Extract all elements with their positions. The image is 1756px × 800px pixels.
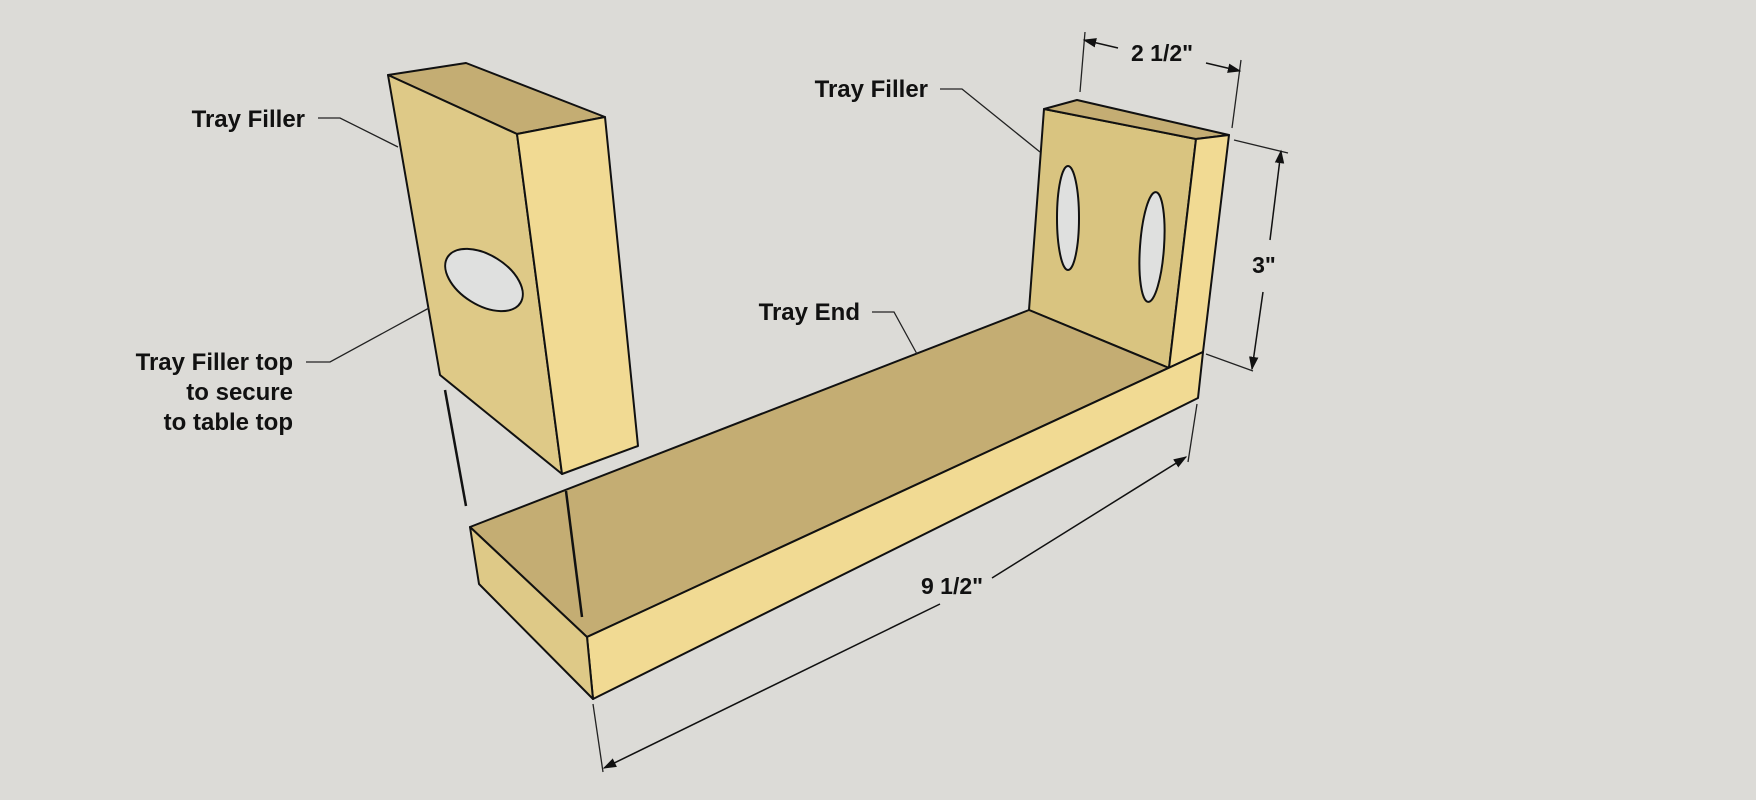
length-extension-right xyxy=(1187,403,1198,463)
label-tray-end: Tray End xyxy=(759,299,860,326)
dimension-height: 3" xyxy=(1205,139,1289,372)
tray-end-base-end-face xyxy=(469,526,594,700)
left-block-side-face xyxy=(516,116,639,475)
base-hidden-edge xyxy=(564,490,584,618)
dimension-width: 2 1/2" xyxy=(1079,31,1242,129)
height-extension-top xyxy=(1233,139,1289,154)
left-tray-filler-block xyxy=(387,62,639,475)
leader-left-tray-filler xyxy=(318,117,399,148)
dimension-length: 9 1/2" xyxy=(592,403,1198,773)
label-left-tray-filler: Tray Filler xyxy=(192,106,305,133)
tray-end-assembly xyxy=(469,99,1230,700)
length-dimension-line-left xyxy=(602,603,941,769)
left-filler-hidden-edge xyxy=(443,389,468,507)
height-dimension-text: 3" xyxy=(1252,252,1276,278)
label-right-tray-filler: Tray Filler xyxy=(815,76,928,103)
left-block-pocket-hole xyxy=(444,247,524,313)
leader-tray-end xyxy=(872,311,918,355)
right-block-pocket-hole-2 xyxy=(1138,191,1166,303)
width-extension-left xyxy=(1079,31,1086,93)
length-extension-left xyxy=(592,703,604,773)
height-dimension-line-top xyxy=(1269,149,1285,241)
label-note-line3: to table top xyxy=(164,409,293,436)
length-dimension-line-right xyxy=(991,456,1188,579)
label-note-line1: Tray Filler top xyxy=(136,349,293,376)
height-extension-bottom xyxy=(1205,353,1254,372)
label-note-line2: to secure xyxy=(186,379,293,406)
width-dimension-text: 2 1/2" xyxy=(1131,40,1193,66)
height-dimension-line-bottom xyxy=(1249,291,1264,371)
leader-note xyxy=(306,307,430,363)
width-dimension-line-right xyxy=(1205,62,1242,73)
right-block-pocket-hole-1 xyxy=(1056,165,1080,271)
leader-right-tray-filler xyxy=(940,88,1041,153)
width-dimension-line-left xyxy=(1082,38,1119,49)
length-dimension-text: 9 1/2" xyxy=(921,573,983,599)
